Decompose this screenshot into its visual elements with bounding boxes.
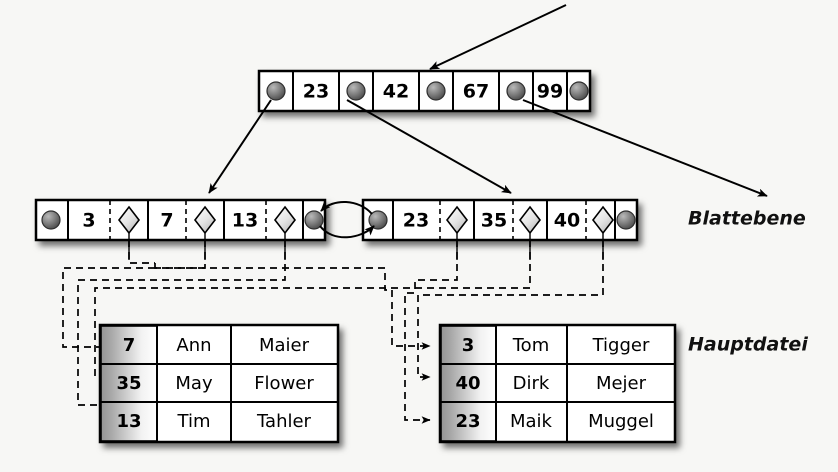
main-file-table-right-cells: 3 Tom Tigger 40 Dirk Mejer 23 Maik Mugge…: [438, 323, 677, 444]
root-to-leaf-arrows: [208, 99, 768, 197]
table-right-first-2: Maik: [510, 411, 553, 432]
arrow-root-to-leaf-right: [346, 99, 512, 194]
table-right-key-0: 3: [462, 335, 475, 356]
arrow-leaf-right-to-left: [320, 201, 373, 215]
table-left-last-0: Maier: [259, 335, 310, 356]
leaf-right-key-2: 40: [554, 210, 580, 232]
leaf-left-pointer-next[interactable]: [304, 210, 324, 230]
table-right-last-0: Tigger: [592, 335, 650, 356]
leaf-node-left-cells: 3 7 13: [34, 198, 327, 242]
leaf-right-pointer-prev[interactable]: [368, 210, 388, 230]
table-right-key-2: 23: [455, 411, 480, 432]
root-key-3: 99: [537, 81, 563, 103]
link-left-ref1-seg: [155, 240, 206, 269]
link-right-ref2: [417, 240, 604, 381]
root-key-0: 23: [303, 81, 329, 103]
root-pointer-0[interactable]: [266, 81, 286, 101]
leaf-left-key-1: 7: [160, 210, 173, 232]
table-right-key-1: 40: [455, 373, 480, 394]
table-left-last-1: Flower: [254, 373, 314, 394]
arrow-root-to-leaf-left: [208, 99, 272, 194]
table-right-first-0: Tom: [512, 335, 549, 356]
leaf-level-label: Blattebene: [688, 208, 806, 230]
root-node-cells: 23 42 67 99: [257, 69, 592, 113]
main-file-label: Hauptdatei: [688, 334, 808, 356]
root-key-2: 67: [463, 81, 489, 103]
leaf-left-key-0: 3: [82, 210, 95, 232]
table-right-last-1: Mejer: [596, 373, 647, 394]
leaf-left-key-2: 13: [232, 210, 258, 232]
table-right-last-2: Muggel: [588, 411, 654, 432]
incoming-root-arrow: [429, 4, 567, 70]
link-left-ref1: [62, 267, 155, 351]
link-right-ref0: [404, 240, 458, 424]
root-key-1: 42: [383, 81, 409, 103]
root-pointer-2[interactable]: [426, 81, 446, 101]
table-right-first-1: Dirk: [513, 373, 550, 394]
leaf-right-pointer-next[interactable]: [616, 210, 636, 230]
table-left-first-1: May: [175, 373, 213, 394]
table-row[interactable]: 23 Maik Muggel: [455, 411, 653, 432]
leaf-left-pointer-prev[interactable]: [41, 210, 61, 230]
table-row[interactable]: 7 Ann Maier: [123, 335, 310, 356]
table-row[interactable]: 3 Tom Tigger: [462, 335, 650, 356]
table-left-key-0: 7: [123, 335, 136, 356]
leaf-right-key-0: 23: [403, 210, 429, 232]
table-row[interactable]: 13 Tim Tahler: [116, 411, 311, 432]
leaf-node-right-cells: 23 35 40: [361, 198, 639, 242]
arrow-leaf-left-to-right: [319, 225, 375, 239]
root-pointer-1[interactable]: [346, 81, 366, 101]
leaf-right-key-1: 35: [481, 210, 507, 232]
table-left-key-2: 13: [116, 411, 141, 432]
table-left-first-2: Tim: [177, 411, 211, 432]
link-left-ref2: [77, 240, 286, 409]
root-pointer-3[interactable]: [506, 81, 526, 101]
table-left-last-2: Tahler: [256, 411, 312, 432]
table-row[interactable]: 40 Dirk Mejer: [455, 373, 646, 394]
table-left-key-1: 35: [116, 373, 141, 394]
main-file-table-left-cells: 7 Ann Maier 35 May Flower 13 Tim Tahler: [98, 323, 340, 444]
table-left-first-0: Ann: [176, 335, 211, 356]
leaf-node-right[interactable]: [362, 199, 638, 241]
root-pointer-4[interactable]: [569, 81, 589, 101]
link-left-ref0-a: [128, 240, 155, 264]
table-row[interactable]: 35 May Flower: [116, 373, 314, 394]
leaf-sibling-links: [319, 201, 375, 239]
arrow-root-to-leaf-level-label: [522, 99, 768, 197]
